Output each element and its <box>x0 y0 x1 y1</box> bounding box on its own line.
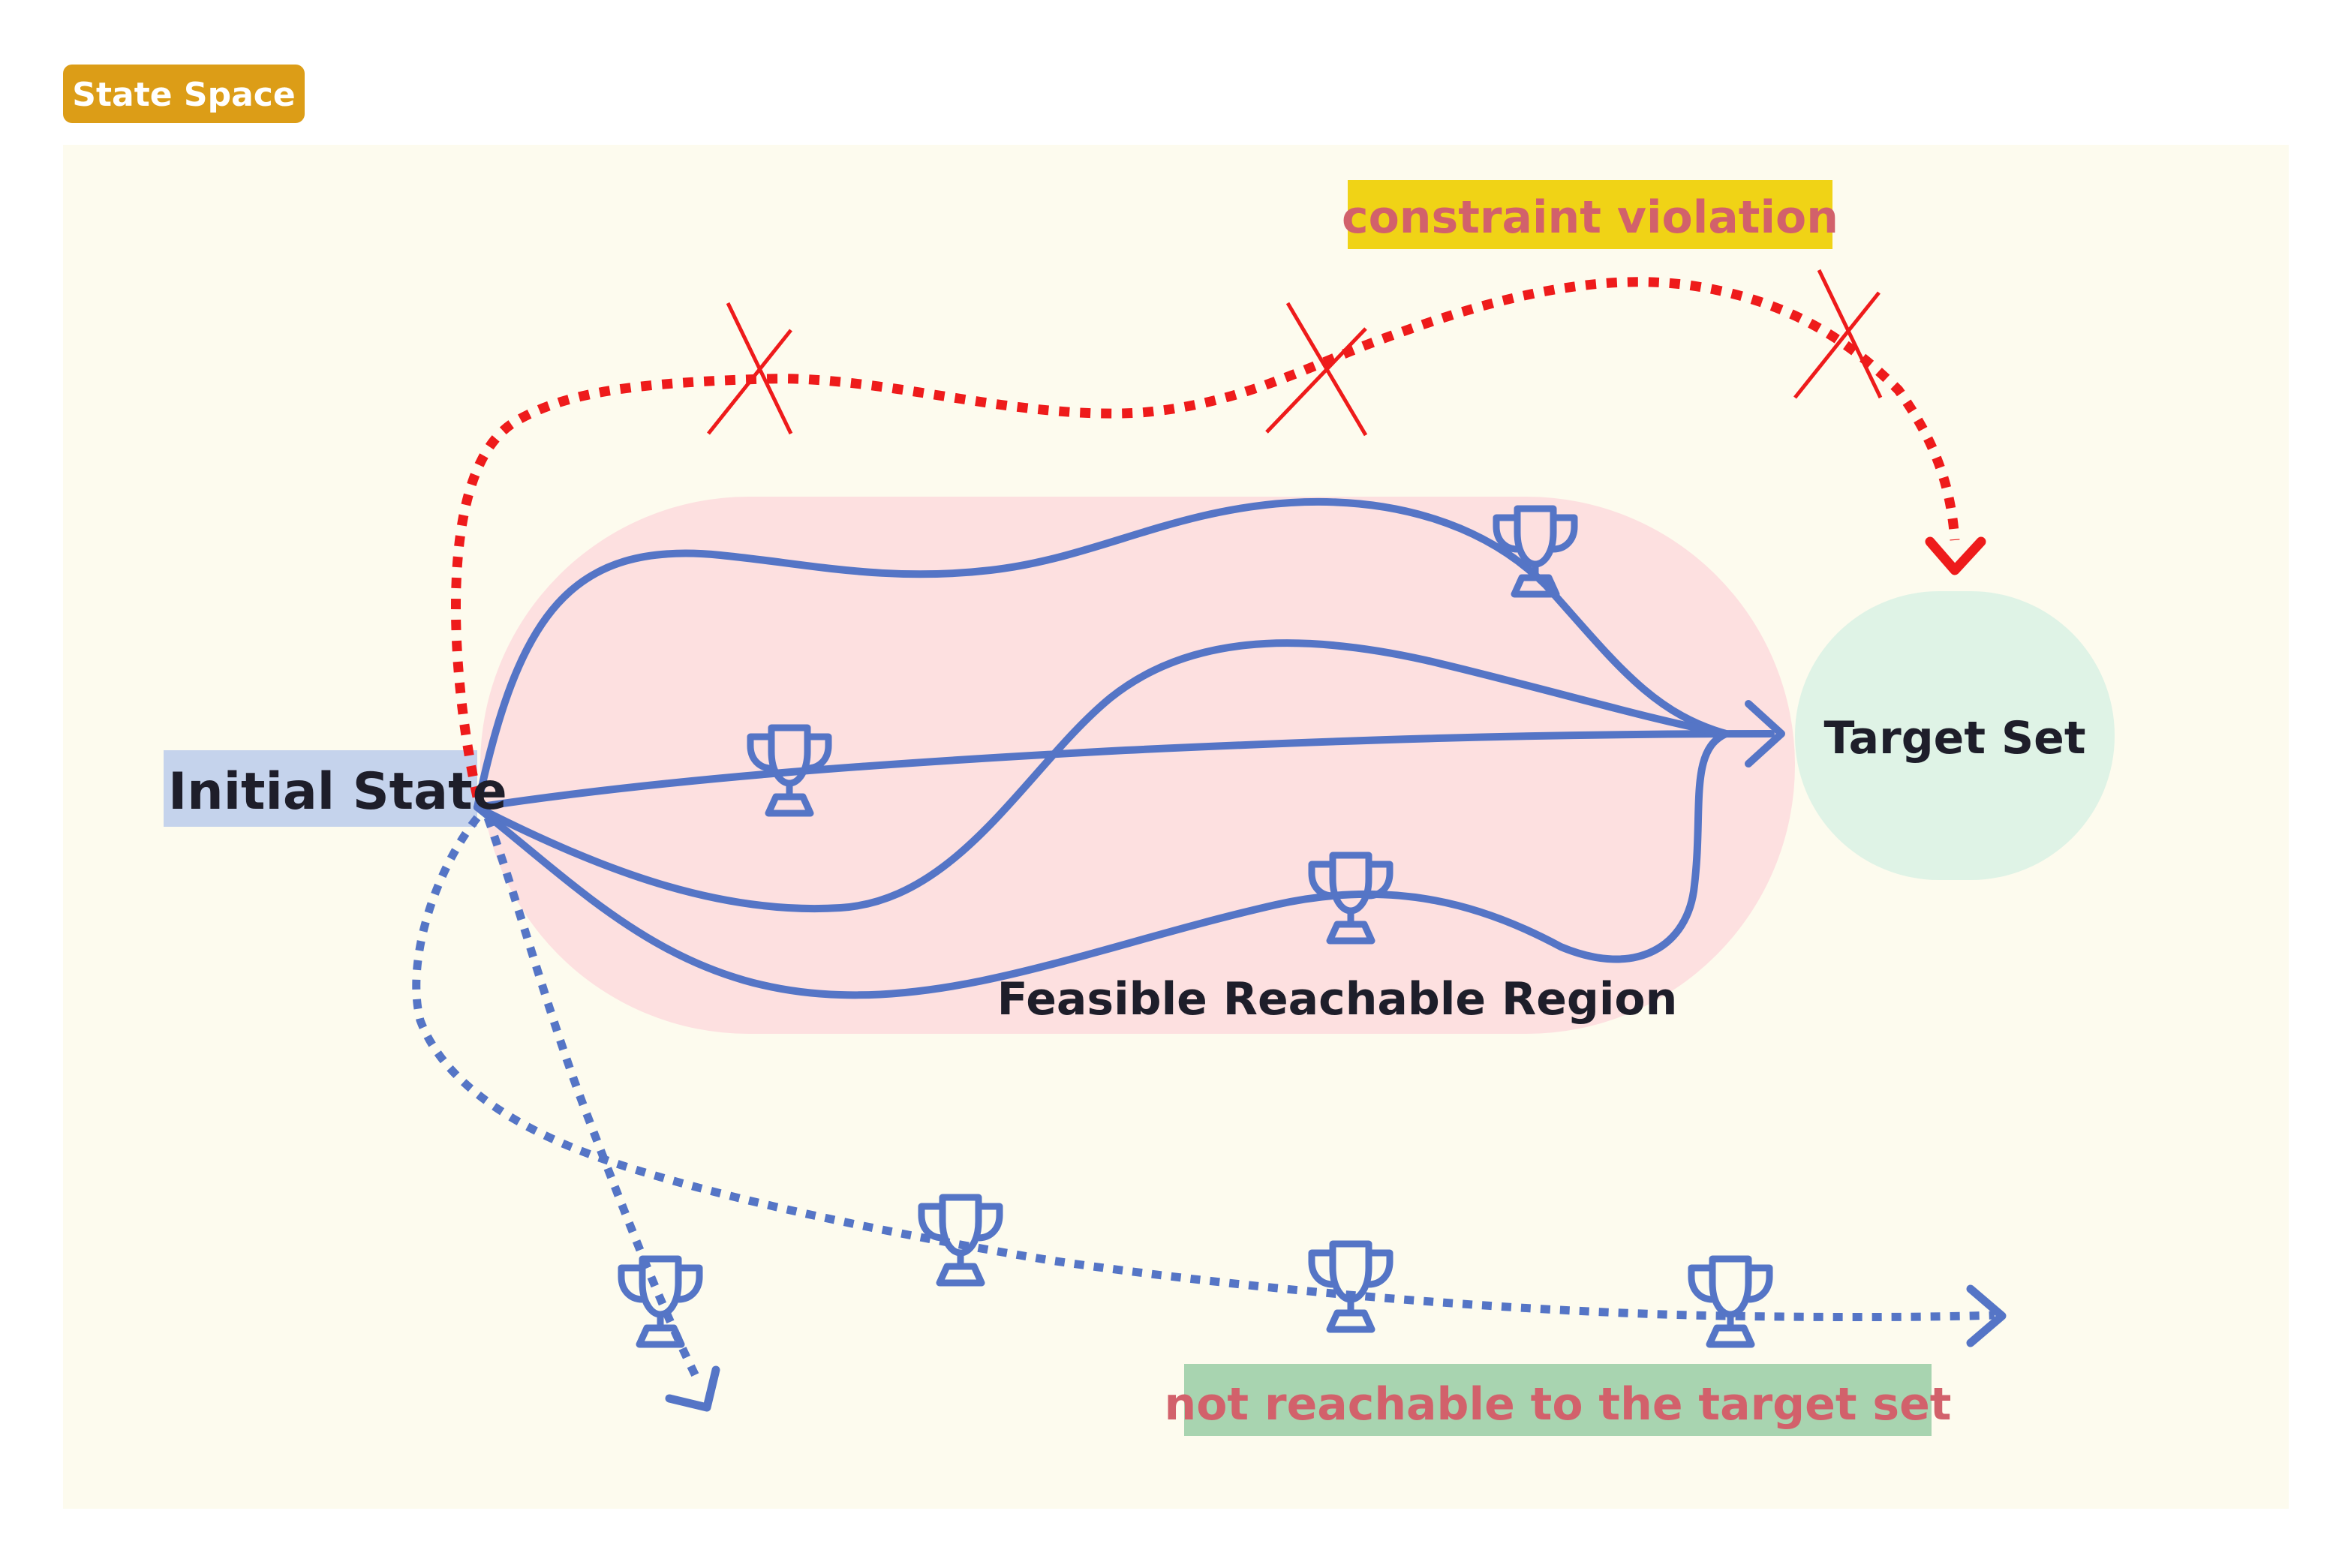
feasible-paths-arrowhead <box>1745 700 1785 767</box>
unreachable-path-short <box>483 816 702 1383</box>
not-reachable-label: not reachable to the target set <box>1165 1378 1952 1431</box>
feasible-path-s-curve <box>474 639 1730 913</box>
unreachable-long-arrowhead <box>1966 1284 2007 1347</box>
constraint-violation-path <box>451 277 1960 798</box>
constraint-violation-highlight <box>1348 180 1832 249</box>
constraint-violation-label: constraint violation <box>1342 191 1838 244</box>
initial-state-label: Initial State <box>168 762 507 822</box>
cross-icon <box>1793 269 1883 399</box>
unreachable-path-long <box>412 815 1995 1322</box>
feasible-region-label: Feasible Reachable Region <box>997 973 1678 1026</box>
state-space-badge <box>63 65 305 123</box>
cross-icon <box>707 302 793 435</box>
target-set-label: Target Set <box>1823 712 2085 764</box>
feasible-region-area <box>480 497 1795 1034</box>
not-reachable-highlight <box>1184 1364 1932 1436</box>
target-set-area <box>1795 591 2115 880</box>
cross-icon <box>1265 302 1368 437</box>
feasible-path-straight <box>474 730 1775 811</box>
constraint-violation-arrowhead <box>1925 536 1986 575</box>
unreachable-short-arrowhead <box>665 1365 720 1412</box>
initial-state-highlight <box>164 750 477 827</box>
state-space-badge-label: State Space <box>72 76 295 114</box>
feasible-path-bottom <box>474 730 1730 999</box>
